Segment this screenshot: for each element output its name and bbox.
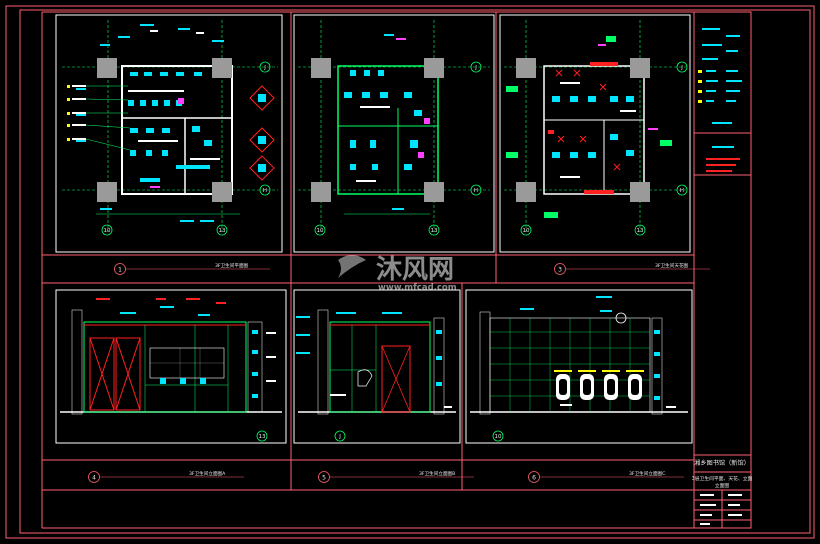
panel-caption-plan-1: 1 3F卫生间平面图 (114, 262, 270, 275)
viewport-borders (55, 14, 693, 444)
floor-plan-drawing (62, 20, 278, 232)
grid-bubble-plan_c-0: 10 (520, 224, 532, 236)
panel-number-elev-5: 5 (322, 474, 326, 481)
panel-frames (41, 11, 694, 529)
panel-caption-text-plan-1: 3F卫生间平面图 (215, 262, 249, 269)
panel-caption-elev-6: 6 3F卫生间立面图C (528, 470, 684, 483)
grid-bubble-elev-1-label: J (338, 434, 341, 440)
panel-caption-elev-4: 4 3F卫生间立面图A (88, 470, 244, 483)
panel-number-plan-3: 3 (558, 266, 562, 273)
grid-bubble-plan_a-1-label: 13 (219, 228, 226, 234)
sheet-inner-border (19, 9, 811, 534)
panel-caption-text-elev-5: 3F卫生间立面图B (419, 470, 455, 477)
grid-bubble-elev-0-label: 13 (259, 434, 266, 440)
grid-bubble-plan_c-3: H (676, 184, 688, 196)
grid-bubble-plan_b-0: 10 (314, 224, 326, 236)
sheet-title-line2: 立面图 (715, 482, 730, 489)
panel-number-elev-6: 6 (532, 474, 536, 481)
panel-caption-plan-3: 3 3F卫生间天花图 (554, 262, 710, 275)
grid-bubble-plan_b-2: J (470, 61, 482, 73)
watermark-url: www.mfcad.com (378, 283, 457, 293)
grid-bubble-plan_b-1: 13 (428, 224, 440, 236)
grid-bubble-plan_c-2-label: J (680, 65, 683, 71)
project-name: 湘乡图书馆（新馆） (694, 459, 750, 467)
grid-bubble-plan_a-0-label: 10 (104, 228, 111, 234)
elevation-a-drawing (60, 298, 282, 415)
middle-plan-drawing (298, 20, 490, 232)
panel-number-plan-1: 1 (118, 266, 122, 273)
panel-number-elev-4: 4 (92, 474, 96, 481)
grid-bubble-plan_a-1: 13 (216, 224, 228, 236)
grid-bubble-plan_c-3-label: H (680, 188, 684, 194)
panel-caption-text-plan-3: 3F卫生间天花图 (655, 262, 689, 269)
grid-bubble-plan_a-2: J (259, 61, 271, 73)
grid-bubble-elev-0: 13 (256, 430, 268, 442)
grid-bubble-plan_b-3-label: H (474, 188, 478, 194)
elevation-b-drawing (296, 309, 456, 415)
grid-bubble-plan_b-0-label: 10 (317, 228, 324, 234)
panel-caption-text-elev-6: 3F卫生间立面图C (629, 470, 665, 477)
grid-bubble-plan_c-1-label: 13 (637, 228, 644, 234)
grid-bubble-plan_a-0: 10 (101, 224, 113, 236)
grid-bubble-plan_a-2-label: J (263, 65, 266, 71)
panel-caption-text-elev-4: 3F卫生间立面图A (189, 470, 226, 477)
watermark: 沐风网 www.mfcad.com (338, 255, 457, 293)
ceiling-plan-drawing (504, 20, 686, 232)
grid-bubble-plan_b-3: H (470, 184, 482, 196)
grid-bubble-elev-1: J (334, 430, 346, 442)
sheet-outer-border (5, 5, 815, 539)
grid-bubble-plan_c-0-label: 10 (523, 228, 530, 234)
grid-bubble-plan_b-2-label: J (474, 65, 477, 71)
elevation-c-drawing (470, 296, 688, 415)
panel-captions: 1 3F卫生间平面图 3 3F卫生间天花图 4 3F卫生间立面图A 5 3F卫生间立面图B 6 3… (88, 262, 710, 483)
grid-bubble-plan_a-3-label: H (263, 188, 267, 194)
watermark-logo-icon (338, 255, 366, 278)
grid-bubble-plan_c-2: J (676, 61, 688, 73)
watermark-brand: 沐风网 (376, 255, 454, 285)
grid-bubble-elev-2-label: 10 (495, 434, 502, 440)
grid-bubble-plan_c-1: 13 (634, 224, 646, 236)
panel-caption-elev-5: 5 3F卫生间立面图B (318, 470, 474, 483)
grid-bubble-plan_b-1-label: 13 (431, 228, 438, 234)
grid-bubble-elev-2: 10 (492, 430, 504, 442)
title-block: 湘乡图书馆（新馆） 3层卫生间平面、天花、立面 立面图 (692, 11, 753, 529)
sheet-title-line1: 3层卫生间平面、天花、立面 (692, 475, 753, 482)
grid-bubble-plan_a-3: H (259, 184, 271, 196)
